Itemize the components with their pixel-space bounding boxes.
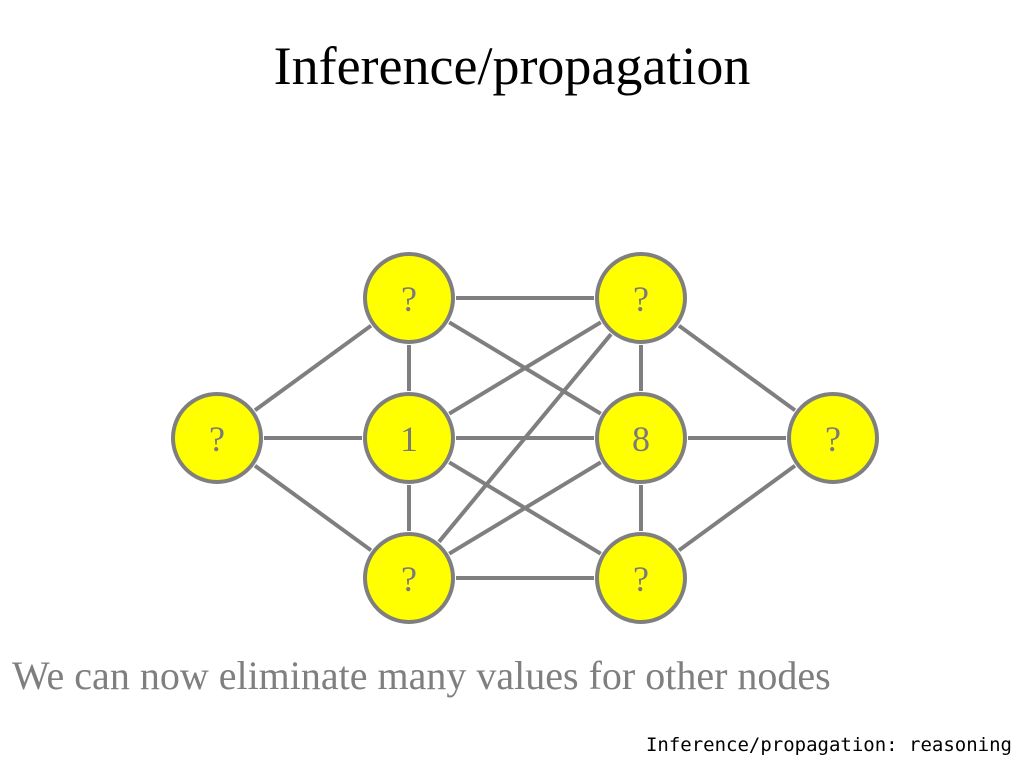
node-label: 8: [632, 419, 650, 459]
edge-bottom-left-top-right: [437, 332, 613, 544]
node-top-left: ?: [363, 252, 455, 344]
node-label: ?: [633, 559, 649, 599]
node-label: ?: [633, 279, 649, 319]
node-label: 1: [400, 419, 418, 459]
node-label: ?: [825, 419, 841, 459]
node-circle: [363, 532, 455, 624]
node-label: ?: [401, 279, 417, 319]
node-bottom-left: ?: [363, 532, 455, 624]
slide-title: Inference/propagation: [273, 36, 751, 96]
slide-footer: Inference/propagation: reasoning: [645, 734, 1012, 756]
edge-bottom-right-right: [677, 464, 797, 552]
node-circle: [363, 252, 455, 344]
node-left: ?: [171, 392, 263, 484]
node-mid-right: 8: [595, 392, 687, 484]
node-top-right: ?: [595, 252, 687, 344]
node-circle: [363, 392, 455, 484]
edge-mid-left-top-right: [448, 320, 602, 416]
node-bottom-right: ?: [595, 532, 687, 624]
node-right: ?: [787, 392, 879, 484]
node-circle: [595, 532, 687, 624]
edge-left-top-left: [253, 324, 373, 412]
node-circle: [787, 392, 879, 484]
node-mid-left: 1: [363, 392, 455, 484]
node-circle: [595, 252, 687, 344]
node-label: ?: [209, 419, 225, 459]
node-label: ?: [401, 559, 417, 599]
node-circle: [595, 392, 687, 484]
graph-edges: [253, 296, 797, 580]
edge-bottom-left-mid-right: [448, 460, 602, 556]
edge-left-bottom-left: [253, 464, 373, 552]
graph-nodes: ?? 1?? 8??: [171, 252, 879, 624]
node-circle: [171, 392, 263, 484]
slide-caption: We can now eliminate many values for oth…: [12, 653, 831, 698]
edge-top-right-right: [677, 324, 797, 412]
